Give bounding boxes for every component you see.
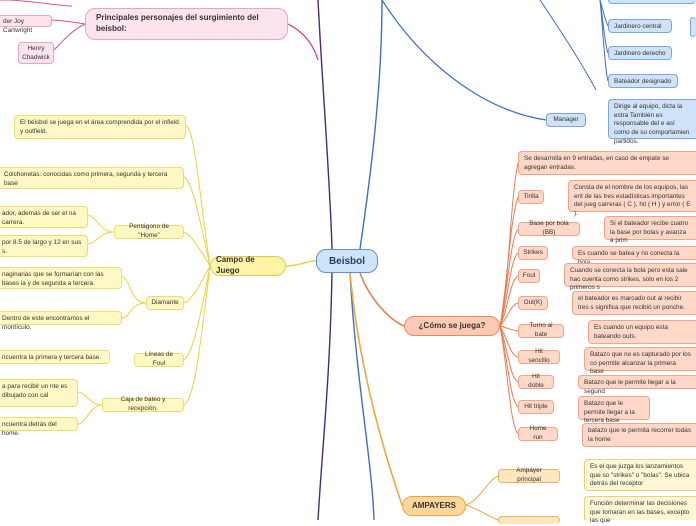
term-home-run-desc: batazo que le permita recorrer todas la … xyxy=(582,423,696,447)
term-hit-doble-desc: Batazo que le permite llegar a la segund xyxy=(578,375,696,395)
term-strikes-desc: Es cuando se batea y no conecta la bola. xyxy=(572,246,696,266)
term-base-por-bola-desc: Si el bateador recibe cuatro la base por… xyxy=(604,216,696,244)
term-turno-desc: Es cuando un equipo esta bateando outs. xyxy=(588,320,696,344)
manager-label[interactable]: Manager xyxy=(546,113,586,127)
campo-colchonetas: Colchonetas: conocidas como primera, seg… xyxy=(0,167,184,189)
term-tirilla[interactable]: Tirilla xyxy=(518,190,544,204)
term-hit-doble[interactable]: Hit doble xyxy=(518,373,554,389)
foul-label[interactable]: Líneas de Foul xyxy=(134,351,184,367)
pentagono-label[interactable]: Pentágono de "Home" xyxy=(114,223,184,239)
amp-bases-label-partial[interactable] xyxy=(498,516,560,524)
term-out-desc: el bateador es marcado out al recibir tr… xyxy=(572,291,696,315)
term-hit-triple[interactable]: Hit triple xyxy=(518,400,554,414)
personajes-title[interactable]: Principales personajes del surgimiento d… xyxy=(85,8,288,40)
manager-desc: Dirige al equipo, dicta la estra También… xyxy=(608,99,696,145)
juega-intro: Se desarrolla en 9 entradas, en caso de … xyxy=(518,151,696,175)
diamante-item-1: Dentro de este encontramos el montículo. xyxy=(0,311,122,331)
term-foul[interactable]: Foul xyxy=(518,269,540,283)
term-strikes[interactable]: Strikes xyxy=(518,246,548,260)
term-tirilla-desc: Consta de el nombre de los equipos, las … xyxy=(568,180,696,217)
term-hit-sencillo[interactable]: Hit sencillo xyxy=(518,348,560,364)
juega-title[interactable]: ¿Cómo se juega? xyxy=(404,316,500,336)
amp-principal-desc: Es el que juzga los lanzamientos que so … xyxy=(584,459,696,491)
caja-item-1: ncuentra detrás del home. xyxy=(0,417,78,437)
caja-item-0: a para recibir un nte es dibujado con ca… xyxy=(0,379,78,407)
diamante-label[interactable]: Diamante xyxy=(146,296,184,310)
root-node-beisbol[interactable]: Beisbol xyxy=(316,249,378,273)
term-hit-sencillo-desc: Batazo que no es capturado por los co pe… xyxy=(584,347,696,375)
term-home-run[interactable]: Home run xyxy=(518,425,558,441)
term-out[interactable]: Out(K) xyxy=(518,296,548,310)
campo-title[interactable]: Campo de Juego xyxy=(210,255,286,276)
foul-item-0: ncuentra la primera y tercera base. xyxy=(0,350,110,364)
position-bateador-designado[interactable]: Bateador designado xyxy=(608,74,678,88)
term-foul-desc: Cuando se conecta la bola pero esta sale… xyxy=(564,263,696,291)
personaje-item-chadwick: Henry Chadwick xyxy=(18,42,54,64)
position-top-partial[interactable] xyxy=(608,0,696,4)
term-turno-al-bate[interactable]: Turno al bate xyxy=(518,322,564,338)
caja-label[interactable]: Caja de bateo y recepción. xyxy=(102,396,184,412)
pentagono-item-0: ador, además de ser el na carrera. xyxy=(0,206,88,228)
amp-principal-label[interactable]: Ampáyer principal xyxy=(498,467,560,483)
position-jardinero-derecho[interactable]: Jardinero derecho xyxy=(608,46,672,60)
pentagono-item-1: por 8.5 de largo y 12 en sus s. xyxy=(0,235,88,257)
term-hit-triple-desc: Batazo que le permite llegar a la tercer… xyxy=(578,396,650,424)
amp-title[interactable]: AMPAYERS xyxy=(402,496,466,516)
position-desc-partial xyxy=(690,17,696,37)
amp-bases-desc: Función determinar las decisiones que to… xyxy=(584,496,696,524)
position-jardinero-central[interactable]: Jardinero central xyxy=(608,19,672,33)
personaje-item-cartwright: der Joy Cartwright xyxy=(0,15,52,34)
term-base-por-bola[interactable]: Base por bola (BB) xyxy=(518,220,580,236)
campo-infield-note: El béisbol se juega en el área comprendi… xyxy=(14,115,186,139)
diamante-item-0: naginarias que se formarían con las base… xyxy=(0,267,122,289)
